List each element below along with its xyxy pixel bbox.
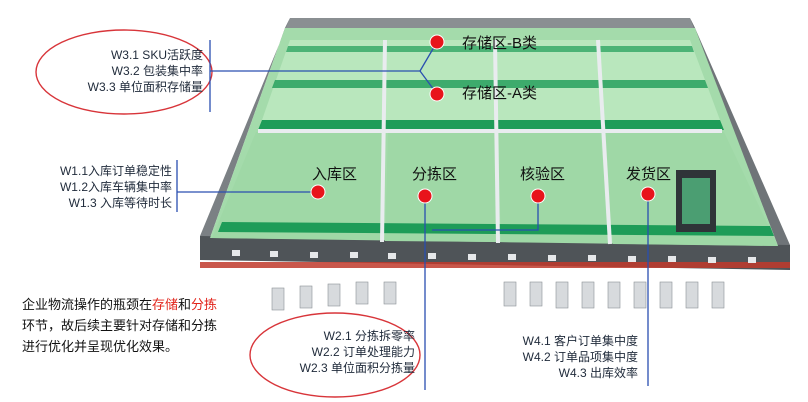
- checking-marker: [530, 188, 546, 204]
- sorting-metric: W2.1 分拣拆零率: [323, 329, 415, 343]
- sorting-callout-ellipse: [249, 312, 421, 398]
- partition-walls: [258, 39, 722, 245]
- storage-metric: W3.1 SKU活跃度: [110, 48, 203, 62]
- inbound-metric: W1.3 入库等待时长: [68, 196, 172, 210]
- storage-callout-ellipse: [35, 29, 213, 115]
- inbound-metric: W1.1入库订单稳定性: [59, 164, 172, 178]
- summary-text: 企业物流操作的瓶颈在: [22, 297, 153, 312]
- top-rack-strip: [286, 46, 694, 52]
- front-wall-trim: [200, 262, 790, 268]
- inbound-metric: W1.2入库车辆集中率: [59, 180, 172, 194]
- sorting-marker: [417, 188, 433, 204]
- right-wall: [690, 18, 790, 246]
- shipping-marker: [640, 186, 656, 202]
- inbound-floor: [212, 132, 385, 240]
- zone-label-checking: 核验区: [520, 166, 566, 183]
- upper-rack-strip: [258, 120, 724, 130]
- back-wall: [285, 18, 695, 28]
- inbound-metrics: W1.1入库订单稳定性 W1.2入库车辆集中率 W1.3 入库等待时长: [60, 163, 172, 211]
- shipping-metric: W4.3 出库效率: [558, 366, 638, 380]
- shipping-office-inner: [682, 178, 710, 224]
- trucks: [271, 281, 725, 311]
- sorting-metric: W2.3 单位面积分拣量: [299, 361, 415, 375]
- sorting-floor: [385, 132, 498, 242]
- summary-line: 企业物流操作的瓶颈在存储和分拣: [22, 294, 217, 315]
- storage-metric: W3.2 包装集中率: [111, 64, 203, 78]
- connector-lines: [176, 40, 649, 390]
- checking-floor: [498, 132, 610, 243]
- zone-label-storage-a: 存储区-A类: [462, 85, 538, 102]
- zone-label-shipping: 发货区: [626, 166, 672, 183]
- zone-label-sorting: 分拣区: [412, 166, 458, 183]
- summary-highlight-storage: 存储: [152, 297, 179, 312]
- shipping-metric: W4.2 订单品项集中度: [522, 350, 638, 364]
- storage-metric: W3.3 单位面积存储量: [87, 80, 203, 94]
- storage-b-marker: [429, 34, 445, 50]
- storage-a-marker: [429, 86, 445, 102]
- summary-text: 和: [178, 297, 192, 312]
- summary-highlight-sorting: 分拣: [191, 297, 218, 312]
- summary-line: 环节，故后续主要针对存储和分拣: [22, 318, 218, 333]
- zone-label-storage-b: 存储区-B类: [462, 35, 538, 52]
- summary-note: 企业物流操作的瓶颈在存储和分拣 环节，故后续主要针对存储和分拣 进行优化并呈现优…: [22, 294, 217, 357]
- front-wall: [200, 236, 790, 270]
- sorting-metric: W2.2 订单处理能力: [311, 345, 415, 359]
- shipping-metrics: W4.1 客户订单集中度 W4.2 订单品项集中度 W4.3 出库效率: [523, 333, 638, 381]
- zone-label-inbound: 入库区: [312, 166, 358, 183]
- inbound-marker: [310, 184, 326, 200]
- left-wall: [200, 18, 290, 238]
- sorting-metrics: W2.1 分拣拆零率 W2.2 订单处理能力 W2.3 单位面积分拣量: [300, 328, 415, 376]
- dock-doors: [232, 250, 756, 263]
- storage-metrics: W3.1 SKU活跃度 W3.2 包装集中率 W3.3 单位面积存储量: [88, 47, 203, 95]
- summary-line: 进行优化并呈现优化效果。: [22, 339, 179, 354]
- zone-markers: [310, 34, 656, 204]
- shipping-metric: W4.1 客户订单集中度: [522, 334, 638, 348]
